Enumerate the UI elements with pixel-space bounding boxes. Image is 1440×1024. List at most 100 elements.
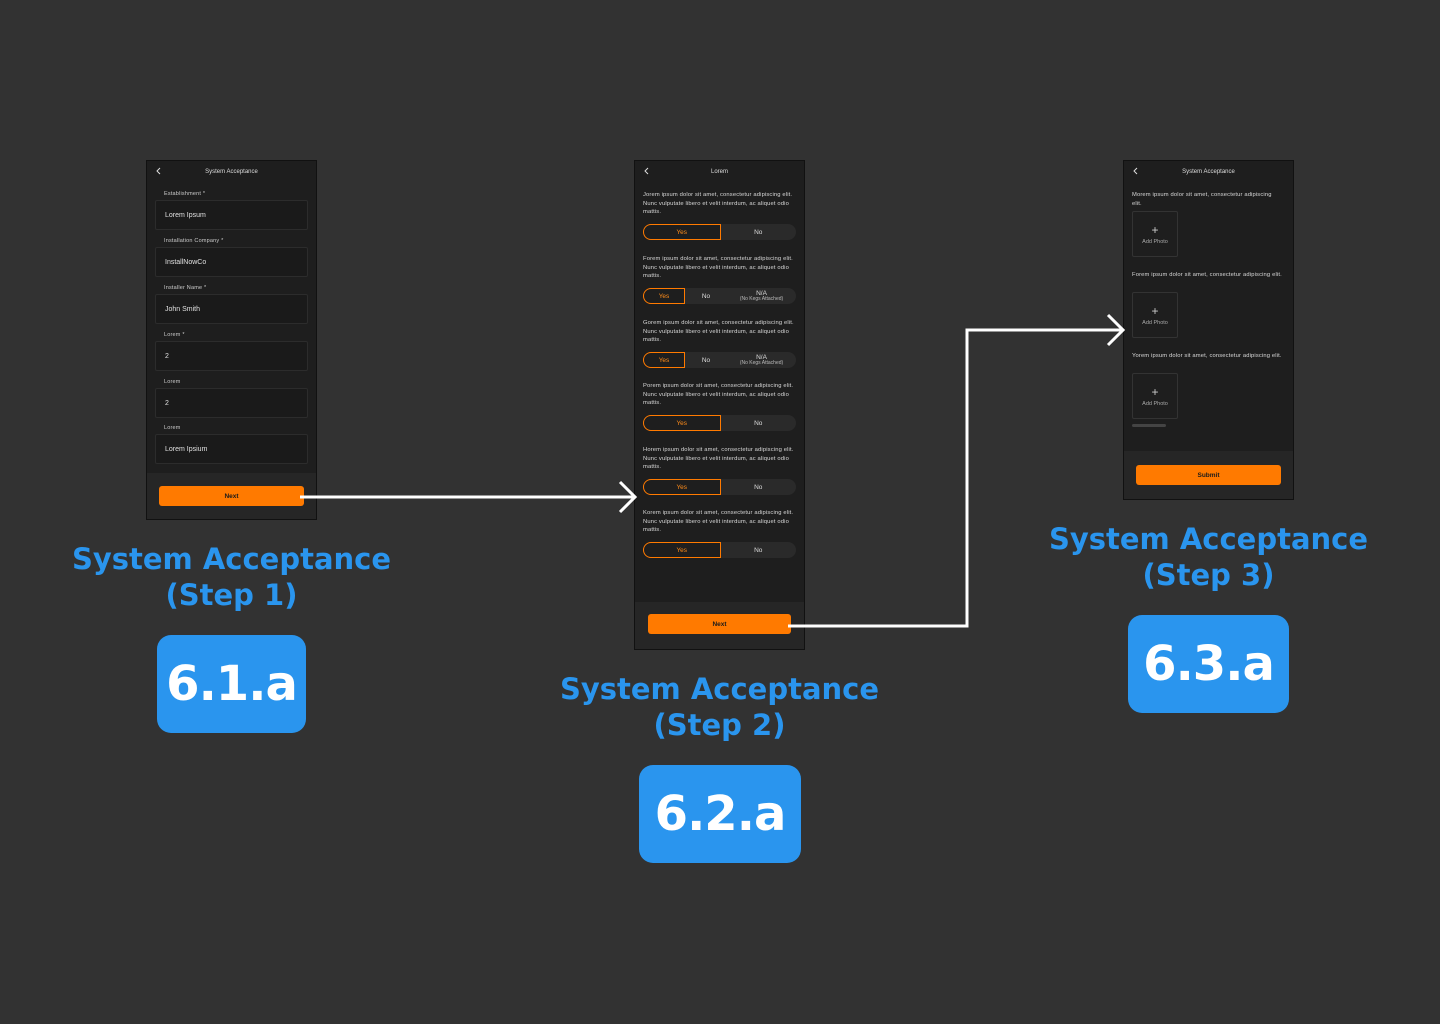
option-na[interactable]: N/A (No Kegs Attached): [727, 288, 796, 304]
field-label: Installation Company *: [164, 238, 224, 244]
question-item: Porem ipsum dolor sit amet, consectetur …: [643, 382, 796, 431]
chevron-left-icon[interactable]: [155, 167, 165, 177]
lorem-field-2: Lorem 2: [155, 379, 308, 418]
option-na-label: N/A: [756, 290, 767, 297]
option-na[interactable]: N/A (No Kegs Attached): [727, 352, 796, 368]
field-label: Lorem *: [164, 332, 185, 338]
caption-step: (Step 2): [653, 708, 786, 742]
question-text: Gorem ipsum dolor sit amet, consectetur …: [643, 320, 794, 343]
footer-bar: Next: [635, 602, 804, 649]
option-no[interactable]: No: [754, 483, 763, 491]
photo-question: Forem ipsum dolor sit amet, consectetur …: [1132, 271, 1285, 338]
add-photo-button[interactable]: + Add Photo: [1132, 292, 1178, 338]
yes-no-toggle: Yes No: [643, 542, 796, 558]
photo-question: Yorem ipsum dolor sit amet, consectetur …: [1132, 352, 1285, 419]
question-text: Horem ipsum dolor sit amet, consectetur …: [643, 447, 794, 470]
question-text: Porem ipsum dolor sit amet, consectetur …: [643, 383, 794, 406]
establishment-field: Establishment * Lorem Ipsum: [155, 191, 308, 230]
field-label: Lorem: [164, 379, 181, 385]
screen-step-2: Lorem Jorem ipsum dolor sit amet, consec…: [634, 160, 805, 650]
option-no[interactable]: No: [701, 292, 711, 300]
field-label: Installer Name *: [164, 285, 207, 291]
step-1-badge: 6.1.a: [157, 635, 306, 733]
submit-button[interactable]: Submit: [1136, 465, 1281, 485]
plus-icon: +: [1151, 222, 1159, 237]
yes-no-na-toggle: Yes No N/A (No Kegs Attached): [643, 288, 796, 304]
question-item: Korem ipsum dolor sit amet, consectetur …: [643, 509, 796, 558]
caption-title: System Acceptance: [1048, 522, 1369, 556]
next-button[interactable]: Next: [648, 614, 791, 634]
question-text: Morem ipsum dolor sit amet, consectetur …: [1132, 192, 1272, 207]
option-no[interactable]: No: [754, 228, 763, 236]
option-na-sublabel: (No Kegs Attached): [739, 296, 784, 302]
establishment-input[interactable]: Lorem Ipsum: [155, 200, 308, 230]
header-title: Lorem: [710, 169, 728, 175]
step-1-caption: System Acceptance (Step 1): [60, 541, 403, 613]
add-photo-label: Add Photo: [1142, 400, 1168, 407]
option-no[interactable]: No: [754, 419, 763, 427]
option-na-label: N/A: [756, 354, 767, 361]
lorem-field-1: Lorem * 2: [155, 332, 308, 371]
question-text: Jorem ipsum dolor sit amet, consectetur …: [643, 192, 793, 215]
lorem-input-2[interactable]: 2: [155, 388, 308, 418]
question-item: Jorem ipsum dolor sit amet, consectetur …: [643, 191, 796, 240]
next-button[interactable]: Next: [159, 486, 304, 506]
option-no[interactable]: No: [754, 546, 763, 554]
plus-icon: +: [1151, 384, 1159, 399]
field-label: Lorem: [164, 425, 181, 431]
lorem-field-3: Lorem Lorem Ipsium: [155, 425, 308, 464]
app-header: System Acceptance: [1124, 161, 1293, 183]
yes-no-na-toggle: Yes No N/A (No Kegs Attached): [643, 352, 796, 368]
step-2-caption: System Acceptance (Step 2): [548, 671, 891, 743]
installer-name-input[interactable]: John Smith: [155, 294, 308, 324]
plus-icon: +: [1151, 303, 1159, 318]
step-3-badge: 6.3.a: [1128, 615, 1289, 713]
question-item: Forem ipsum dolor sit amet, consectetur …: [643, 255, 796, 304]
question-text: Korem ipsum dolor sit amet, consectetur …: [643, 510, 794, 533]
header-title: System Acceptance: [1182, 169, 1235, 175]
field-label: Establishment *: [164, 191, 206, 197]
chevron-left-icon[interactable]: [643, 167, 653, 177]
caption-title: System Acceptance: [559, 672, 880, 706]
chevron-left-icon[interactable]: [1132, 167, 1142, 177]
question-item: Horem ipsum dolor sit amet, consectetur …: [643, 446, 796, 495]
yes-no-toggle: Yes No: [643, 479, 796, 495]
option-no[interactable]: No: [701, 356, 711, 364]
caption-step: (Step 1): [165, 578, 298, 612]
header-title: System Acceptance: [205, 169, 258, 175]
app-header: Lorem: [635, 161, 804, 183]
question-text: Forem ipsum dolor sit amet, consectetur …: [643, 256, 793, 279]
lorem-input-1[interactable]: 2: [155, 341, 308, 371]
caption-title: System Acceptance: [71, 542, 392, 576]
screen-step-1: System Acceptance Establishment * Lorem …: [146, 160, 317, 520]
option-na-sublabel: (No Kegs Attached): [739, 360, 784, 366]
question-text: Forem ipsum dolor sit amet, consectetur …: [1132, 272, 1282, 278]
arrow-right-icon: [300, 480, 638, 514]
installation-company-field: Installation Company * InstallNowCo: [155, 238, 308, 277]
add-photo-button[interactable]: + Add Photo: [1132, 373, 1178, 419]
option-yes[interactable]: Yes: [643, 479, 721, 495]
app-header: System Acceptance: [147, 161, 316, 183]
footer-bar: Submit: [1124, 451, 1293, 499]
yes-no-toggle: Yes No: [643, 224, 796, 240]
installation-company-input[interactable]: InstallNowCo: [155, 247, 308, 277]
yes-no-toggle: Yes No: [643, 415, 796, 431]
option-yes[interactable]: Yes: [643, 224, 721, 240]
arrow-right-icon: [788, 313, 1126, 628]
add-photo-label: Add Photo: [1142, 238, 1168, 245]
question-text: Yorem ipsum dolor sit amet, consectetur …: [1132, 353, 1282, 359]
step-2-badge: 6.2.a: [639, 765, 801, 863]
option-yes[interactable]: Yes: [643, 288, 685, 304]
photo-question: Morem ipsum dolor sit amet, consectetur …: [1132, 191, 1285, 257]
footer-bar: Next: [147, 473, 316, 519]
caption-step: (Step 3): [1142, 558, 1275, 592]
installer-name-field: Installer Name * John Smith: [155, 285, 308, 324]
option-yes[interactable]: Yes: [643, 352, 685, 368]
option-yes[interactable]: Yes: [643, 542, 721, 558]
scroll-indicator[interactable]: [1132, 424, 1166, 427]
lorem-input-3[interactable]: Lorem Ipsium: [155, 434, 308, 464]
step-3-caption: System Acceptance (Step 3): [1037, 521, 1380, 593]
add-photo-button[interactable]: + Add Photo: [1132, 211, 1178, 257]
option-yes[interactable]: Yes: [643, 415, 721, 431]
